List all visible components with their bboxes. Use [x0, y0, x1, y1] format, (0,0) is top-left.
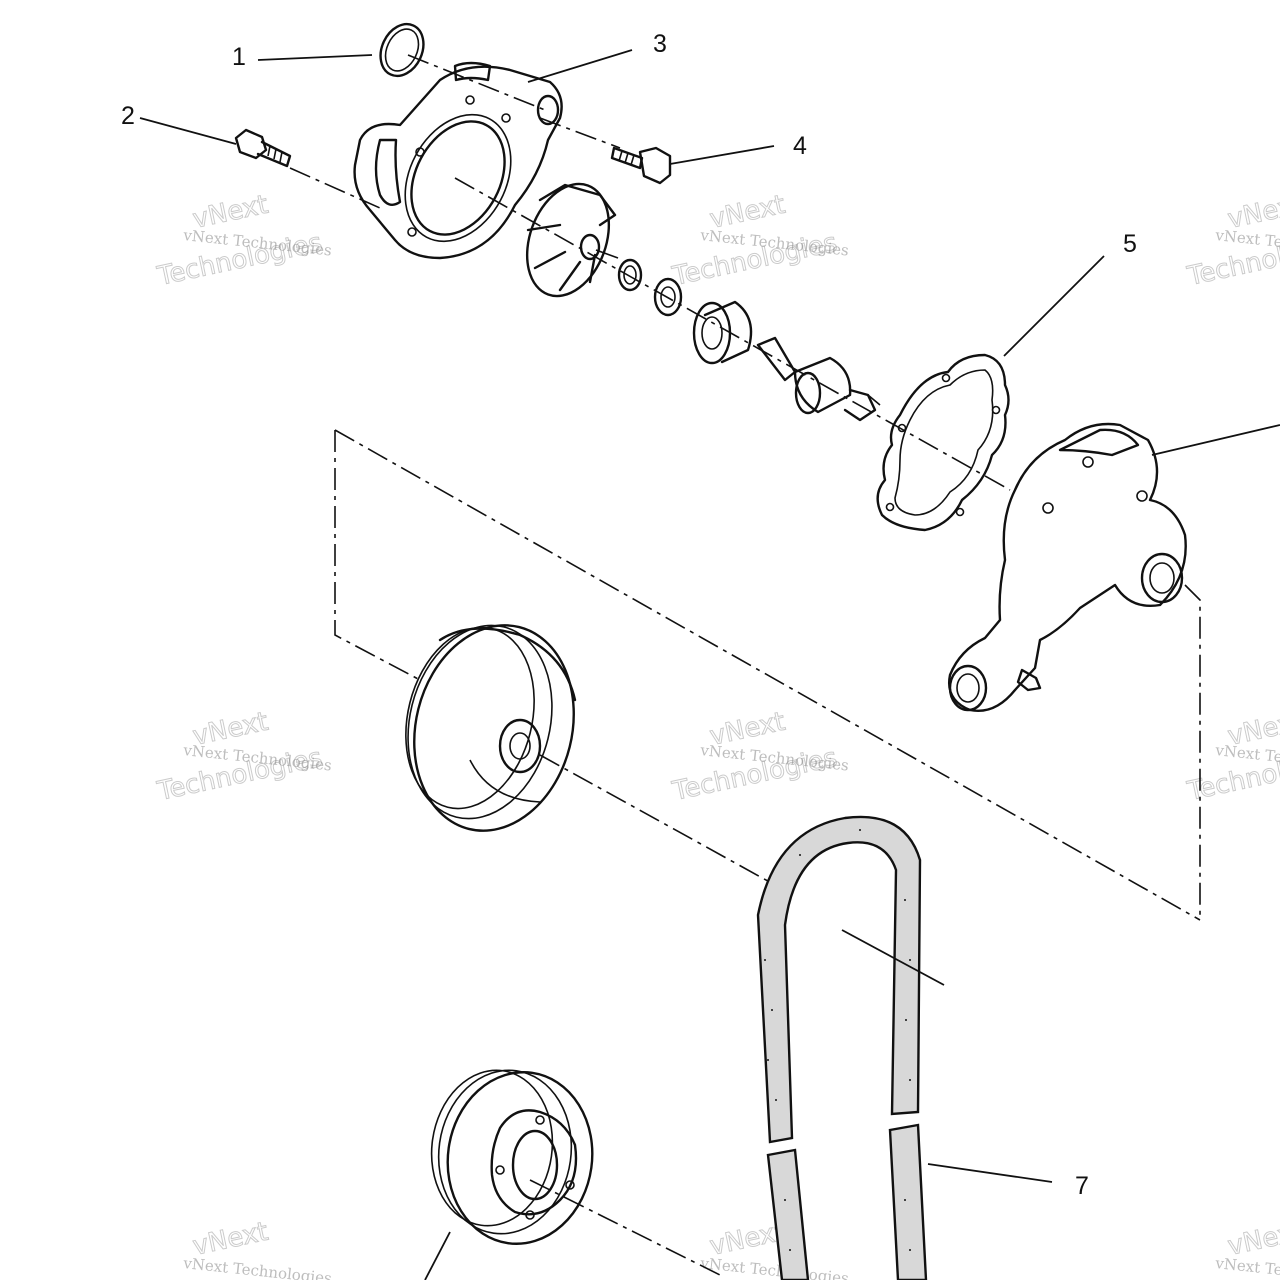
leader-4 — [669, 145, 775, 165]
watermark-2: vNext Technologies vNext Technologies — [669, 189, 850, 292]
watermark-8: vNext vNext Technologies — [699, 1216, 850, 1280]
bolt-part-4 — [610, 146, 672, 185]
belt-texture — [764, 829, 911, 1251]
axis-pump-shaft — [454, 177, 1011, 491]
impeller — [525, 182, 619, 298]
watermark-3: vNext Technologies vNext Technologies — [1184, 189, 1280, 292]
pump-body — [948, 422, 1187, 712]
bearing — [692, 300, 753, 365]
leader-lower-pulley — [424, 1231, 451, 1280]
o-ring-part-1 — [379, 22, 425, 78]
watermark-4: vNext Technologies vNext Technologies — [154, 706, 333, 807]
callout-2: 2 — [121, 102, 135, 130]
axis-box-right — [1184, 584, 1201, 920]
lower-pulley — [430, 1069, 594, 1245]
leader-pump-body — [1151, 424, 1280, 456]
callout-3: 3 — [653, 30, 667, 58]
axis-oring — [407, 54, 546, 111]
axis-box-left — [334, 430, 421, 681]
assembly-axes — [289, 54, 1201, 1276]
callout-labels: 1 2 3 4 5 7 — [121, 30, 1137, 1200]
watermark-6: vNext Technologies vNext Technologies — [1184, 706, 1280, 807]
axis-upper-pulley — [539, 754, 776, 886]
leader-belt-upper — [841, 929, 945, 986]
pump-cover-part-3 — [353, 61, 563, 260]
callout-5: 5 — [1123, 230, 1137, 258]
upper-pulley — [405, 624, 577, 832]
seal-small — [617, 258, 643, 292]
leader-7 — [927, 1163, 1053, 1183]
watermark-7: vNext vNext Technologies — [182, 1216, 333, 1280]
callout-1: 1 — [232, 43, 246, 71]
bolt-part-2 — [234, 128, 292, 168]
watermark-9: vNext vNext Technologies — [1214, 1216, 1280, 1280]
leader-3 — [527, 49, 633, 83]
callout-7: 7 — [1075, 1172, 1089, 1200]
callout-4: 4 — [793, 132, 807, 160]
axis-bolt-2 — [289, 167, 381, 209]
axis-box-top — [334, 429, 1201, 921]
pump-shaft — [756, 336, 881, 422]
v-belt-part-7 — [756, 815, 928, 1280]
axis-lower-pulley — [529, 1179, 721, 1276]
watermark-1: vNext Technologies vNext Technologies — [154, 189, 333, 292]
leader-5 — [1003, 255, 1105, 357]
seal-washer — [653, 277, 683, 317]
svg-text:vNext Technologies: vNext Technologies — [1214, 1254, 1280, 1280]
leader-2 — [139, 117, 237, 145]
leader-1 — [257, 54, 373, 61]
gasket-part-5 — [876, 353, 1010, 532]
watermark-5: vNext Technologies vNext Technologies — [669, 706, 850, 807]
svg-text:vNext Technologies: vNext Technologies — [182, 1254, 333, 1280]
watermark-group: vNext Technologies vNext Technologies vN… — [154, 189, 1280, 1280]
leader-lines — [139, 49, 1280, 1280]
svg-text:vNext Technologies: vNext Technologies — [699, 1254, 850, 1280]
